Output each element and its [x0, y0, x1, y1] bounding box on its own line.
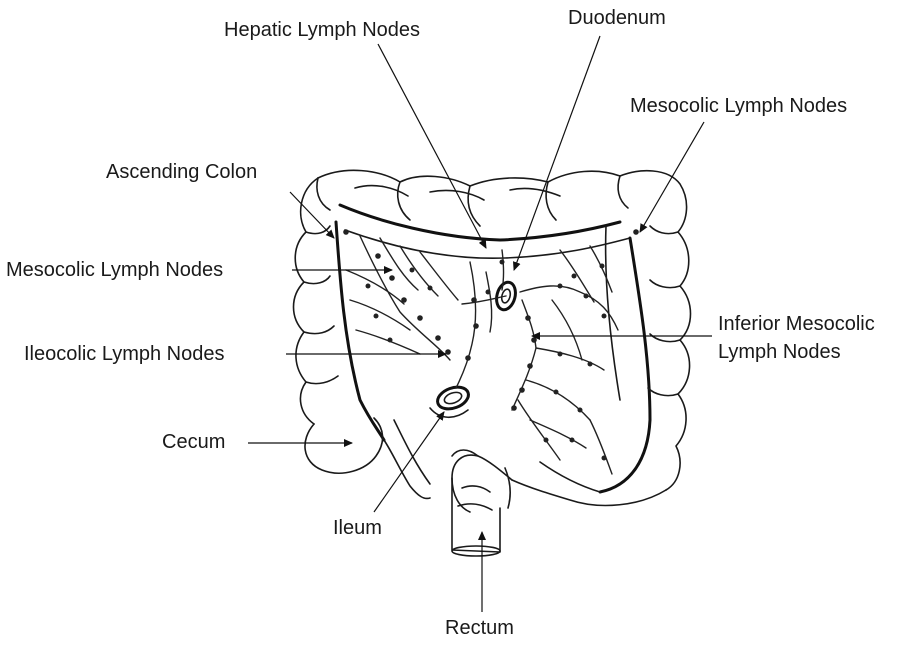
- descending-colon: [600, 171, 691, 492]
- label-mesocolic-lymph-nodes-left: Mesocolic Lymph Nodes: [6, 258, 223, 282]
- label-duodenum: Duodenum: [568, 6, 666, 30]
- label-cecum: Cecum: [162, 430, 225, 454]
- label-ileocolic-lymph-nodes: Ileocolic Lymph Nodes: [24, 342, 224, 366]
- leader-ascending: [290, 192, 334, 238]
- label-mesocolic-lymph-nodes-right: Mesocolic Lymph Nodes: [630, 94, 847, 118]
- label-hepatic-lymph-nodes: Hepatic Lymph Nodes: [224, 18, 420, 42]
- leader-mesocolic-right: [640, 122, 704, 232]
- label-inferior-mesocolic-line1: Inferior Mesocolic: [718, 312, 875, 336]
- sigmoid-rectum: [452, 450, 666, 556]
- label-rectum: Rectum: [445, 616, 514, 640]
- ileum: [430, 383, 471, 417]
- leader-ileum: [374, 412, 444, 512]
- label-inferior-mesocolic-line2: Lymph Nodes: [718, 340, 841, 364]
- lymph-vessels: [343, 229, 639, 474]
- label-ileum: Ileum: [333, 516, 382, 540]
- label-ascending-colon: Ascending Colon: [106, 160, 257, 184]
- leader-hepatic: [378, 44, 486, 248]
